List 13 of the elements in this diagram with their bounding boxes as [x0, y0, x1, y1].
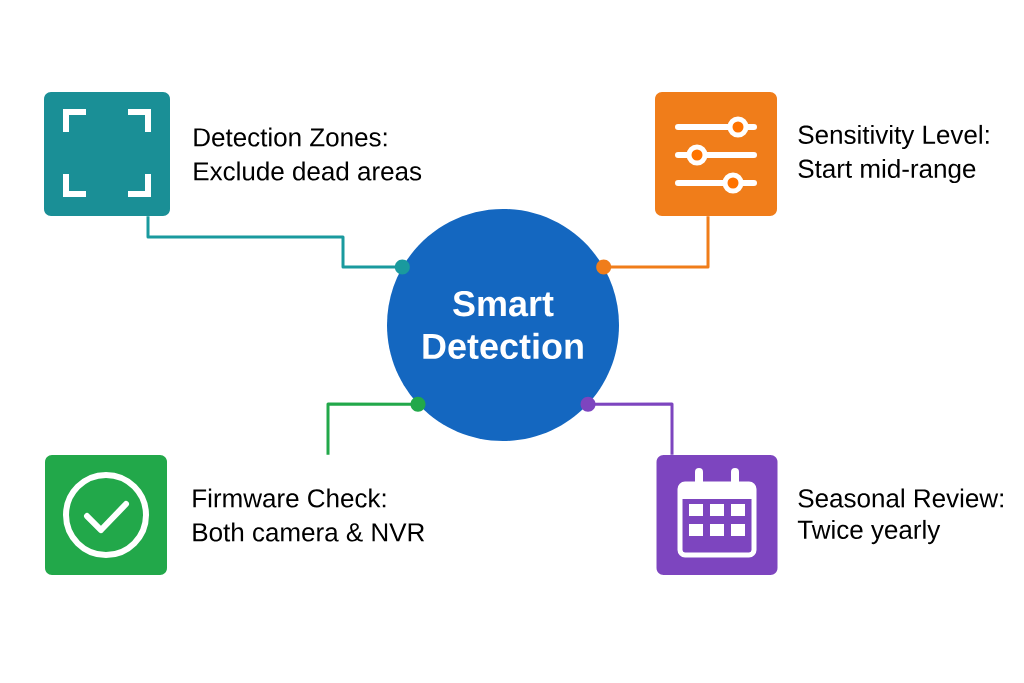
connector-line: [146, 216, 410, 275]
item-label: Detection Zones:: [194, 127, 387, 147]
item-label: Twice yearly: [797, 519, 941, 545]
item-label: Both camera & NVR: [193, 522, 425, 542]
item-label: Exclude dead areas: [194, 161, 422, 181]
item-label: Seasonal Review:: [798, 488, 1003, 508]
icon-tile: [44, 92, 170, 216]
connector-line: [580, 396, 674, 455]
item-label: Start mid-range: [798, 158, 976, 184]
item-label: Firmware Check:: [193, 488, 386, 508]
connector-line: [596, 216, 710, 275]
connector-line: [326, 396, 426, 455]
item-label: Sensitivity Level:: [798, 124, 989, 150]
